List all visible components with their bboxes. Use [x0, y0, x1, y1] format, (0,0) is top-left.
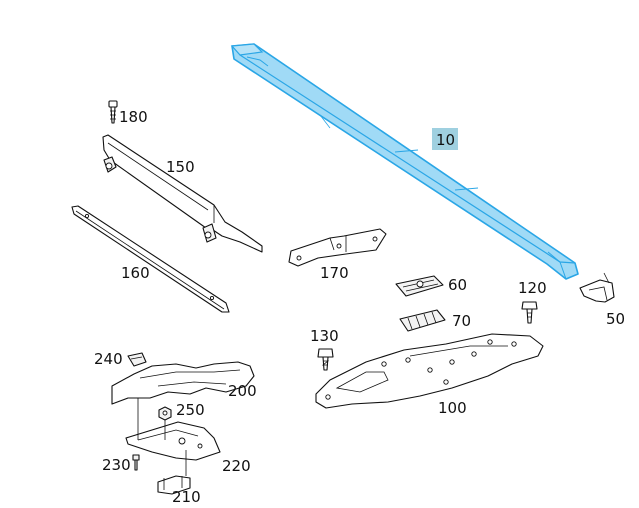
label-120[interactable]: 120	[518, 279, 547, 297]
label-50[interactable]: 50	[606, 310, 625, 328]
part-50-bracket[interactable]	[579, 272, 615, 303]
part-10-rail[interactable]	[230, 43, 579, 280]
label-250[interactable]: 250	[176, 401, 205, 419]
part-230-screw[interactable]	[132, 454, 140, 471]
label-200[interactable]: 200	[228, 382, 257, 400]
label-170[interactable]: 170	[320, 264, 349, 282]
label-100[interactable]: 100	[438, 399, 467, 417]
part-130-bolt[interactable]	[317, 348, 334, 371]
part-150-bracket[interactable]	[102, 134, 263, 253]
label-10-highlight	[432, 128, 458, 150]
label-60[interactable]: 60	[448, 276, 467, 294]
label-150[interactable]: 150	[166, 158, 195, 176]
label-70[interactable]: 70	[452, 312, 471, 330]
part-180-bolt[interactable]	[108, 100, 118, 124]
label-130[interactable]: 130	[310, 327, 339, 345]
part-120-bolt[interactable]	[521, 301, 538, 324]
part-210-clamp[interactable]	[157, 450, 191, 495]
label-220[interactable]: 220	[222, 457, 251, 475]
part-220-bracket[interactable]	[125, 398, 221, 461]
label-180[interactable]: 180	[119, 108, 148, 126]
label-230[interactable]: 230	[102, 456, 131, 474]
label-240[interactable]: 240	[94, 350, 123, 368]
part-60-clip[interactable]	[395, 275, 444, 297]
label-160[interactable]: 160	[121, 264, 150, 282]
part-240-clip[interactable]	[127, 352, 147, 367]
part-70-pad[interactable]	[399, 309, 446, 332]
label-210[interactable]: 210	[172, 488, 201, 506]
part-250-nut[interactable]	[158, 406, 172, 421]
part-200-mat[interactable]	[111, 361, 255, 405]
part-100-plate[interactable]	[315, 333, 544, 409]
part-160-strip[interactable]	[71, 205, 230, 313]
part-170-bracket[interactable]	[288, 228, 387, 267]
label-10[interactable]: 10	[436, 131, 455, 149]
